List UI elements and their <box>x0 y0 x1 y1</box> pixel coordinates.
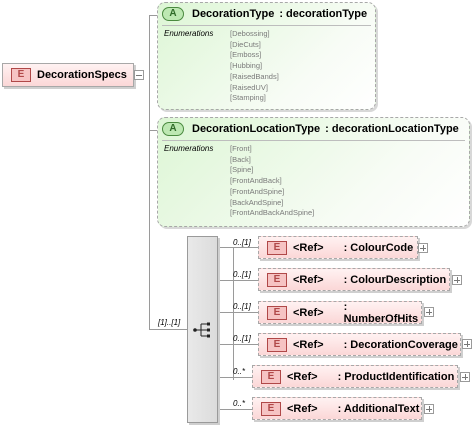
child-connector-6 <box>218 409 252 410</box>
root-collapse-icon[interactable] <box>134 70 144 80</box>
element-badge-icon: E <box>267 272 287 287</box>
element-badge-icon: E <box>267 337 287 352</box>
ref-label: <Ref> <box>287 402 318 415</box>
attr2-connector <box>149 130 157 131</box>
expand-icon[interactable] <box>424 404 434 414</box>
ref-label: <Ref> <box>293 338 324 351</box>
child-connector-4 <box>218 344 258 345</box>
child-cardinality: 0..[1] <box>233 302 251 311</box>
enum-value: [FrontAndBackAndSpine] <box>230 208 315 218</box>
enum-value: [DieCuts] <box>230 39 261 49</box>
child-element-name: : ColourCode <box>343 241 414 254</box>
sequence-connector <box>149 329 187 330</box>
child-connector-5 <box>218 377 252 378</box>
attribute-decoration-location-type[interactable]: A DecorationLocationType : decorationLoc… <box>157 117 470 227</box>
child-element-name: : NumberOfHits <box>343 300 419 325</box>
enum-value: [RaisedBands] <box>230 71 279 81</box>
attribute-divider <box>162 140 465 141</box>
element-badge-icon: E <box>11 68 31 82</box>
attr1-connector <box>149 15 157 16</box>
child-element-additional-text[interactable]: E <Ref> : AdditionalText <box>252 397 422 420</box>
child-element-colour-code[interactable]: E <Ref> : ColourCode <box>258 236 418 259</box>
expand-icon[interactable] <box>424 307 434 317</box>
enum-value: [Spine] <box>230 165 254 175</box>
child-cardinality: 0..[1] <box>233 270 251 279</box>
attribute-name: DecorationLocationType <box>192 123 321 135</box>
child-cardinality: 0..* <box>233 367 246 376</box>
enum-value: [Debossing] <box>230 29 270 38</box>
enum-value: [Stamping] <box>230 93 266 103</box>
enum-value: [Emboss] <box>230 50 262 60</box>
child-cardinality: 0..[1] <box>233 334 251 343</box>
sequence-cardinality: [1]..[1] <box>158 318 181 327</box>
child-connector-1 <box>218 247 258 248</box>
child-cardinality: 0..[1] <box>233 238 251 247</box>
element-badge-icon: E <box>261 401 281 416</box>
enumerations-label: Enumerations <box>164 144 214 153</box>
element-badge-icon: E <box>267 305 287 320</box>
root-element[interactable]: E DecorationSpecs <box>2 63 134 87</box>
expand-icon[interactable] <box>462 339 472 349</box>
attribute-name: DecorationType <box>192 8 275 20</box>
element-badge-icon: E <box>267 240 287 255</box>
root-element-name: DecorationSpecs <box>37 69 127 81</box>
child-element-number-of-hits[interactable]: E <Ref> : NumberOfHits <box>258 300 422 325</box>
enum-value: [Back] <box>230 154 251 164</box>
expand-icon[interactable] <box>460 372 470 382</box>
enumeration-list: [Front] [Back] [Spine] [FrontAndBack] [F… <box>230 144 314 219</box>
enum-value: [FrontAndSpine] <box>230 186 285 196</box>
enumeration-list: [Debossing] [DieCuts] [Emboss] [Hubbing]… <box>230 29 279 104</box>
child-cardinality: 0..* <box>233 399 246 408</box>
attribute-divider <box>162 25 371 26</box>
child-element-name: : DecorationCoverage <box>343 338 458 351</box>
attribute-badge-icon: A <box>162 7 184 21</box>
expand-icon[interactable] <box>452 275 462 285</box>
enum-value: [FrontAndBack] <box>230 176 282 186</box>
ref-label: <Ref> <box>293 273 324 286</box>
ref-label: <Ref> <box>293 306 324 319</box>
child-element-colour-description[interactable]: E <Ref> : ColourDescription <box>258 268 450 291</box>
child-element-name: : AdditionalText <box>337 402 420 415</box>
attribute-decoration-type[interactable]: A DecorationType : decorationType Enumer… <box>157 2 376 110</box>
child-connector-3 <box>218 312 258 313</box>
child-element-name: : ProductIdentification <box>337 370 455 383</box>
attribute-type: : decorationType <box>279 8 368 20</box>
ref-label: <Ref> <box>293 241 324 254</box>
enum-value: [RaisedUV] <box>230 82 268 92</box>
children-trunk <box>233 247 234 380</box>
trunk-line <box>149 15 150 330</box>
child-connector-2 <box>218 280 258 281</box>
attribute-type: : decorationLocationType <box>325 123 459 135</box>
child-element-decoration-coverage[interactable]: E <Ref> : DecorationCoverage <box>258 333 461 356</box>
enum-value: [Hubbing] <box>230 61 263 71</box>
sequence-icon <box>193 322 210 338</box>
child-element-name: : ColourDescription <box>343 273 447 286</box>
enum-value: [BackAndSpine] <box>230 197 284 207</box>
element-badge-icon: E <box>261 369 281 384</box>
enum-value: [Front] <box>230 144 252 153</box>
child-element-product-identification[interactable]: E <Ref> : ProductIdentification <box>252 365 458 388</box>
expand-icon[interactable] <box>418 243 428 253</box>
enumerations-label: Enumerations <box>164 29 214 38</box>
attribute-badge-icon: A <box>162 122 184 136</box>
ref-label: <Ref> <box>287 370 318 383</box>
sequence-compositor[interactable] <box>187 236 218 423</box>
